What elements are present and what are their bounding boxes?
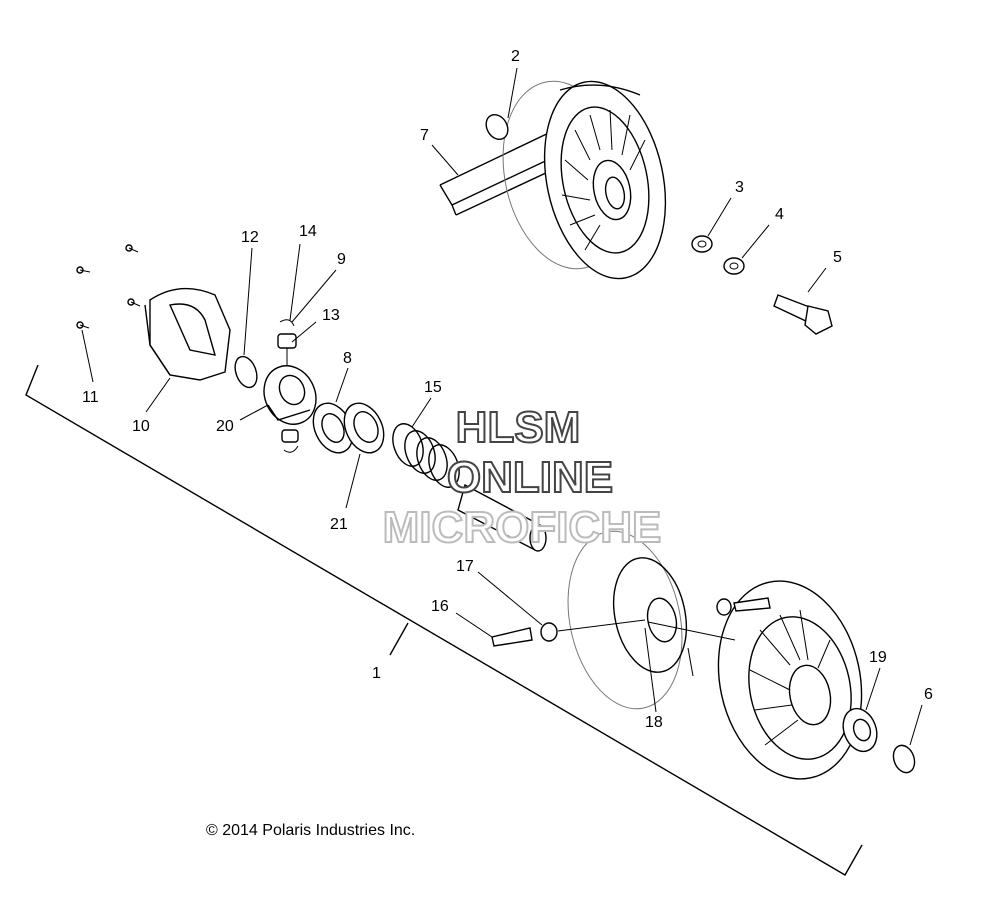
callout-17: 17 bbox=[456, 558, 474, 575]
washer-part-3 bbox=[691, 235, 713, 253]
drive-clutch-upper bbox=[502, 80, 667, 280]
ring-part-2 bbox=[485, 113, 509, 141]
callout-21: 21 bbox=[330, 516, 348, 533]
bushing-part-21 bbox=[343, 402, 385, 454]
watermark-line-2: ONLINE bbox=[447, 453, 613, 502]
snap-ring-part-12 bbox=[234, 355, 258, 389]
screws-part-11 bbox=[76, 244, 141, 329]
callout-1: 1 bbox=[372, 665, 381, 682]
callout-2: 2 bbox=[511, 48, 520, 65]
callout-4: 4 bbox=[775, 206, 784, 223]
bearing-part-19 bbox=[842, 707, 878, 753]
ring-part-6 bbox=[892, 744, 916, 774]
callout-6: 6 bbox=[924, 686, 933, 703]
washer-part-4 bbox=[723, 257, 745, 275]
leader-lines bbox=[81, 67, 923, 746]
pin-parts-16-18 bbox=[491, 597, 771, 677]
callout-20: 20 bbox=[216, 418, 234, 435]
watermark-line-1: HLSM bbox=[456, 403, 581, 452]
callout-14: 14 bbox=[299, 223, 317, 240]
watermark-line-3: MICROFICHE bbox=[383, 503, 662, 552]
callout-9: 9 bbox=[337, 251, 346, 268]
spider-part-20 bbox=[263, 365, 317, 453]
callout-7: 7 bbox=[420, 127, 429, 144]
callout-15: 15 bbox=[424, 379, 442, 396]
callout-19: 19 bbox=[869, 649, 887, 666]
driven-clutch-lower bbox=[567, 530, 863, 780]
cover-part-10 bbox=[144, 287, 231, 381]
callout-3: 3 bbox=[735, 179, 744, 196]
callout-16: 16 bbox=[431, 598, 449, 615]
callout-10: 10 bbox=[132, 418, 150, 435]
assembly-bracket bbox=[25, 364, 863, 876]
shaft bbox=[457, 483, 547, 552]
bolt-part-5 bbox=[773, 294, 833, 335]
watermark: HLSM ONLINE MICROFICHE bbox=[382, 402, 663, 553]
callout-12: 12 bbox=[241, 229, 259, 246]
callout-8: 8 bbox=[343, 350, 352, 367]
copyright-text: © 2014 Polaris Industries Inc. bbox=[206, 822, 415, 839]
callout-5: 5 bbox=[833, 249, 842, 266]
roller-parts-top bbox=[277, 319, 297, 365]
spring-part-15 bbox=[392, 423, 460, 488]
callout-labels: 1 2 3 4 5 6 7 8 9 10 11 12 13 14 15 16 1… bbox=[82, 48, 933, 731]
callout-11: 11 bbox=[82, 389, 99, 406]
callout-18: 18 bbox=[645, 714, 663, 731]
callout-13: 13 bbox=[322, 307, 340, 324]
